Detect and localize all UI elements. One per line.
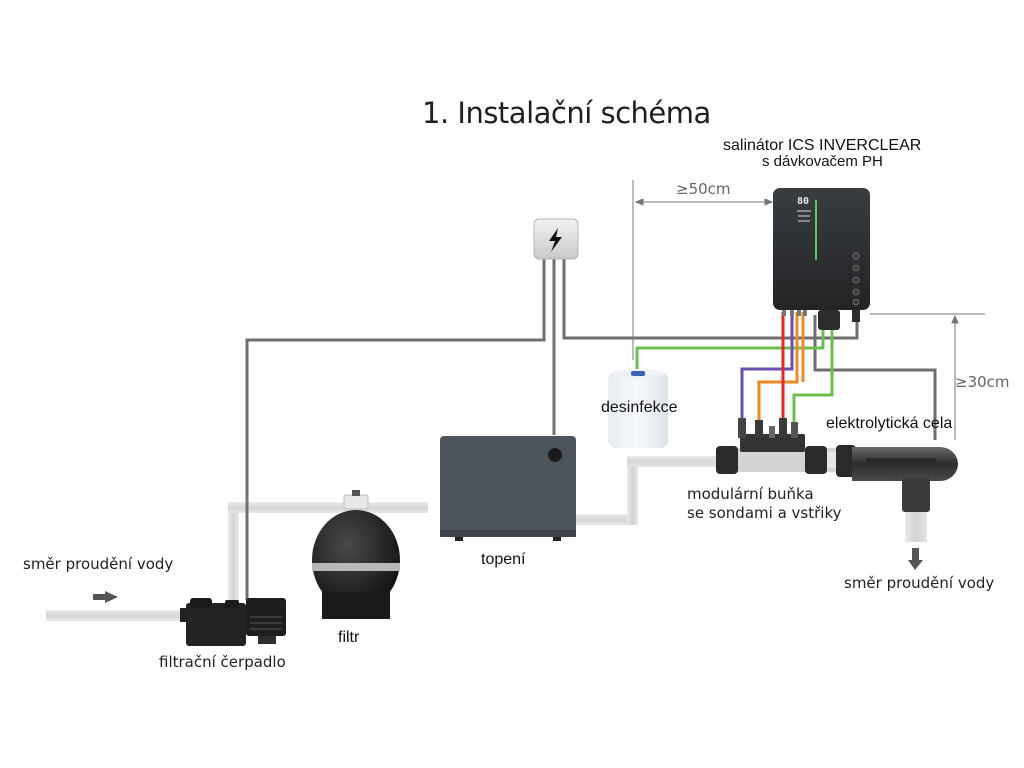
disinfection-tank (608, 369, 668, 448)
cable-green-probe (792, 330, 834, 424)
salinator-button-3 (852, 276, 860, 284)
signal-cables (635, 312, 834, 424)
modular-cell-label-line1: modulární buňka (687, 485, 814, 503)
modular-cell (716, 418, 839, 474)
cable-salinator-to-cell (813, 315, 937, 440)
salinator-buttons (852, 252, 860, 306)
salinator-button-5 (852, 298, 860, 306)
cable-green-disinfection (635, 330, 825, 378)
salinator-display-value: 80 (797, 196, 809, 207)
flow-out-arrow (908, 548, 923, 570)
tank-cap (631, 371, 645, 376)
pump-label: filtrační čerpadlo (159, 653, 286, 671)
heater-outlet-pipe (575, 514, 637, 525)
salinator-status-bar (815, 200, 817, 260)
inlet-pipe (46, 610, 186, 621)
dimension-lines (632, 180, 985, 440)
heater-unit (440, 436, 576, 541)
flow-out-label: směr proudění vody (844, 574, 995, 592)
power-cables (245, 258, 937, 600)
salinator-button-4 (852, 288, 860, 296)
filter-label: filtr (338, 629, 360, 646)
electrolytic-cell-label: elektrolytická cela (826, 415, 953, 432)
heater-label: topení (481, 551, 526, 568)
salinator-button-2 (852, 264, 860, 272)
pump-riser-pipe (228, 503, 239, 603)
vertical-clearance-label: ≥30cm (955, 373, 1010, 391)
heater-control-knob (548, 448, 562, 462)
page-title: 1. Instalační schéma (422, 96, 711, 130)
flow-in-arrow (93, 591, 118, 603)
salinator-label-line1: salinátor ICS INVERCLEAR (723, 137, 922, 154)
electrolytic-cell (836, 445, 958, 512)
cable-power-to-pump (245, 258, 546, 600)
pump-to-filter-pipe (228, 502, 428, 513)
power-supply-box (533, 218, 579, 260)
filter-band (312, 563, 400, 571)
horizontal-clearance-label: ≥50cm (676, 180, 731, 198)
salinator-unit: 80 (773, 188, 870, 330)
to-modular-cell-pipe (627, 456, 727, 467)
salinator-button-1 (852, 252, 860, 260)
sand-filter (312, 490, 400, 619)
disinfection-tank-label: desinfekce (601, 399, 678, 416)
heater-riser-pipe (627, 456, 638, 525)
flow-in-label: směr proudění vody (23, 555, 174, 573)
cell-tee-outlet (902, 478, 930, 512)
salinator-label-line2: s dávkovačem PH (762, 153, 883, 170)
salinator-connector-block (818, 310, 840, 330)
lightning-bolt-icon (549, 228, 562, 252)
modular-cell-label-line2: se sondami a vstřiky (687, 504, 842, 522)
cable-orange-a (757, 312, 799, 422)
filtration-pump (180, 598, 286, 646)
cable-power-to-salinator (562, 258, 859, 340)
cable-purple (740, 312, 794, 420)
